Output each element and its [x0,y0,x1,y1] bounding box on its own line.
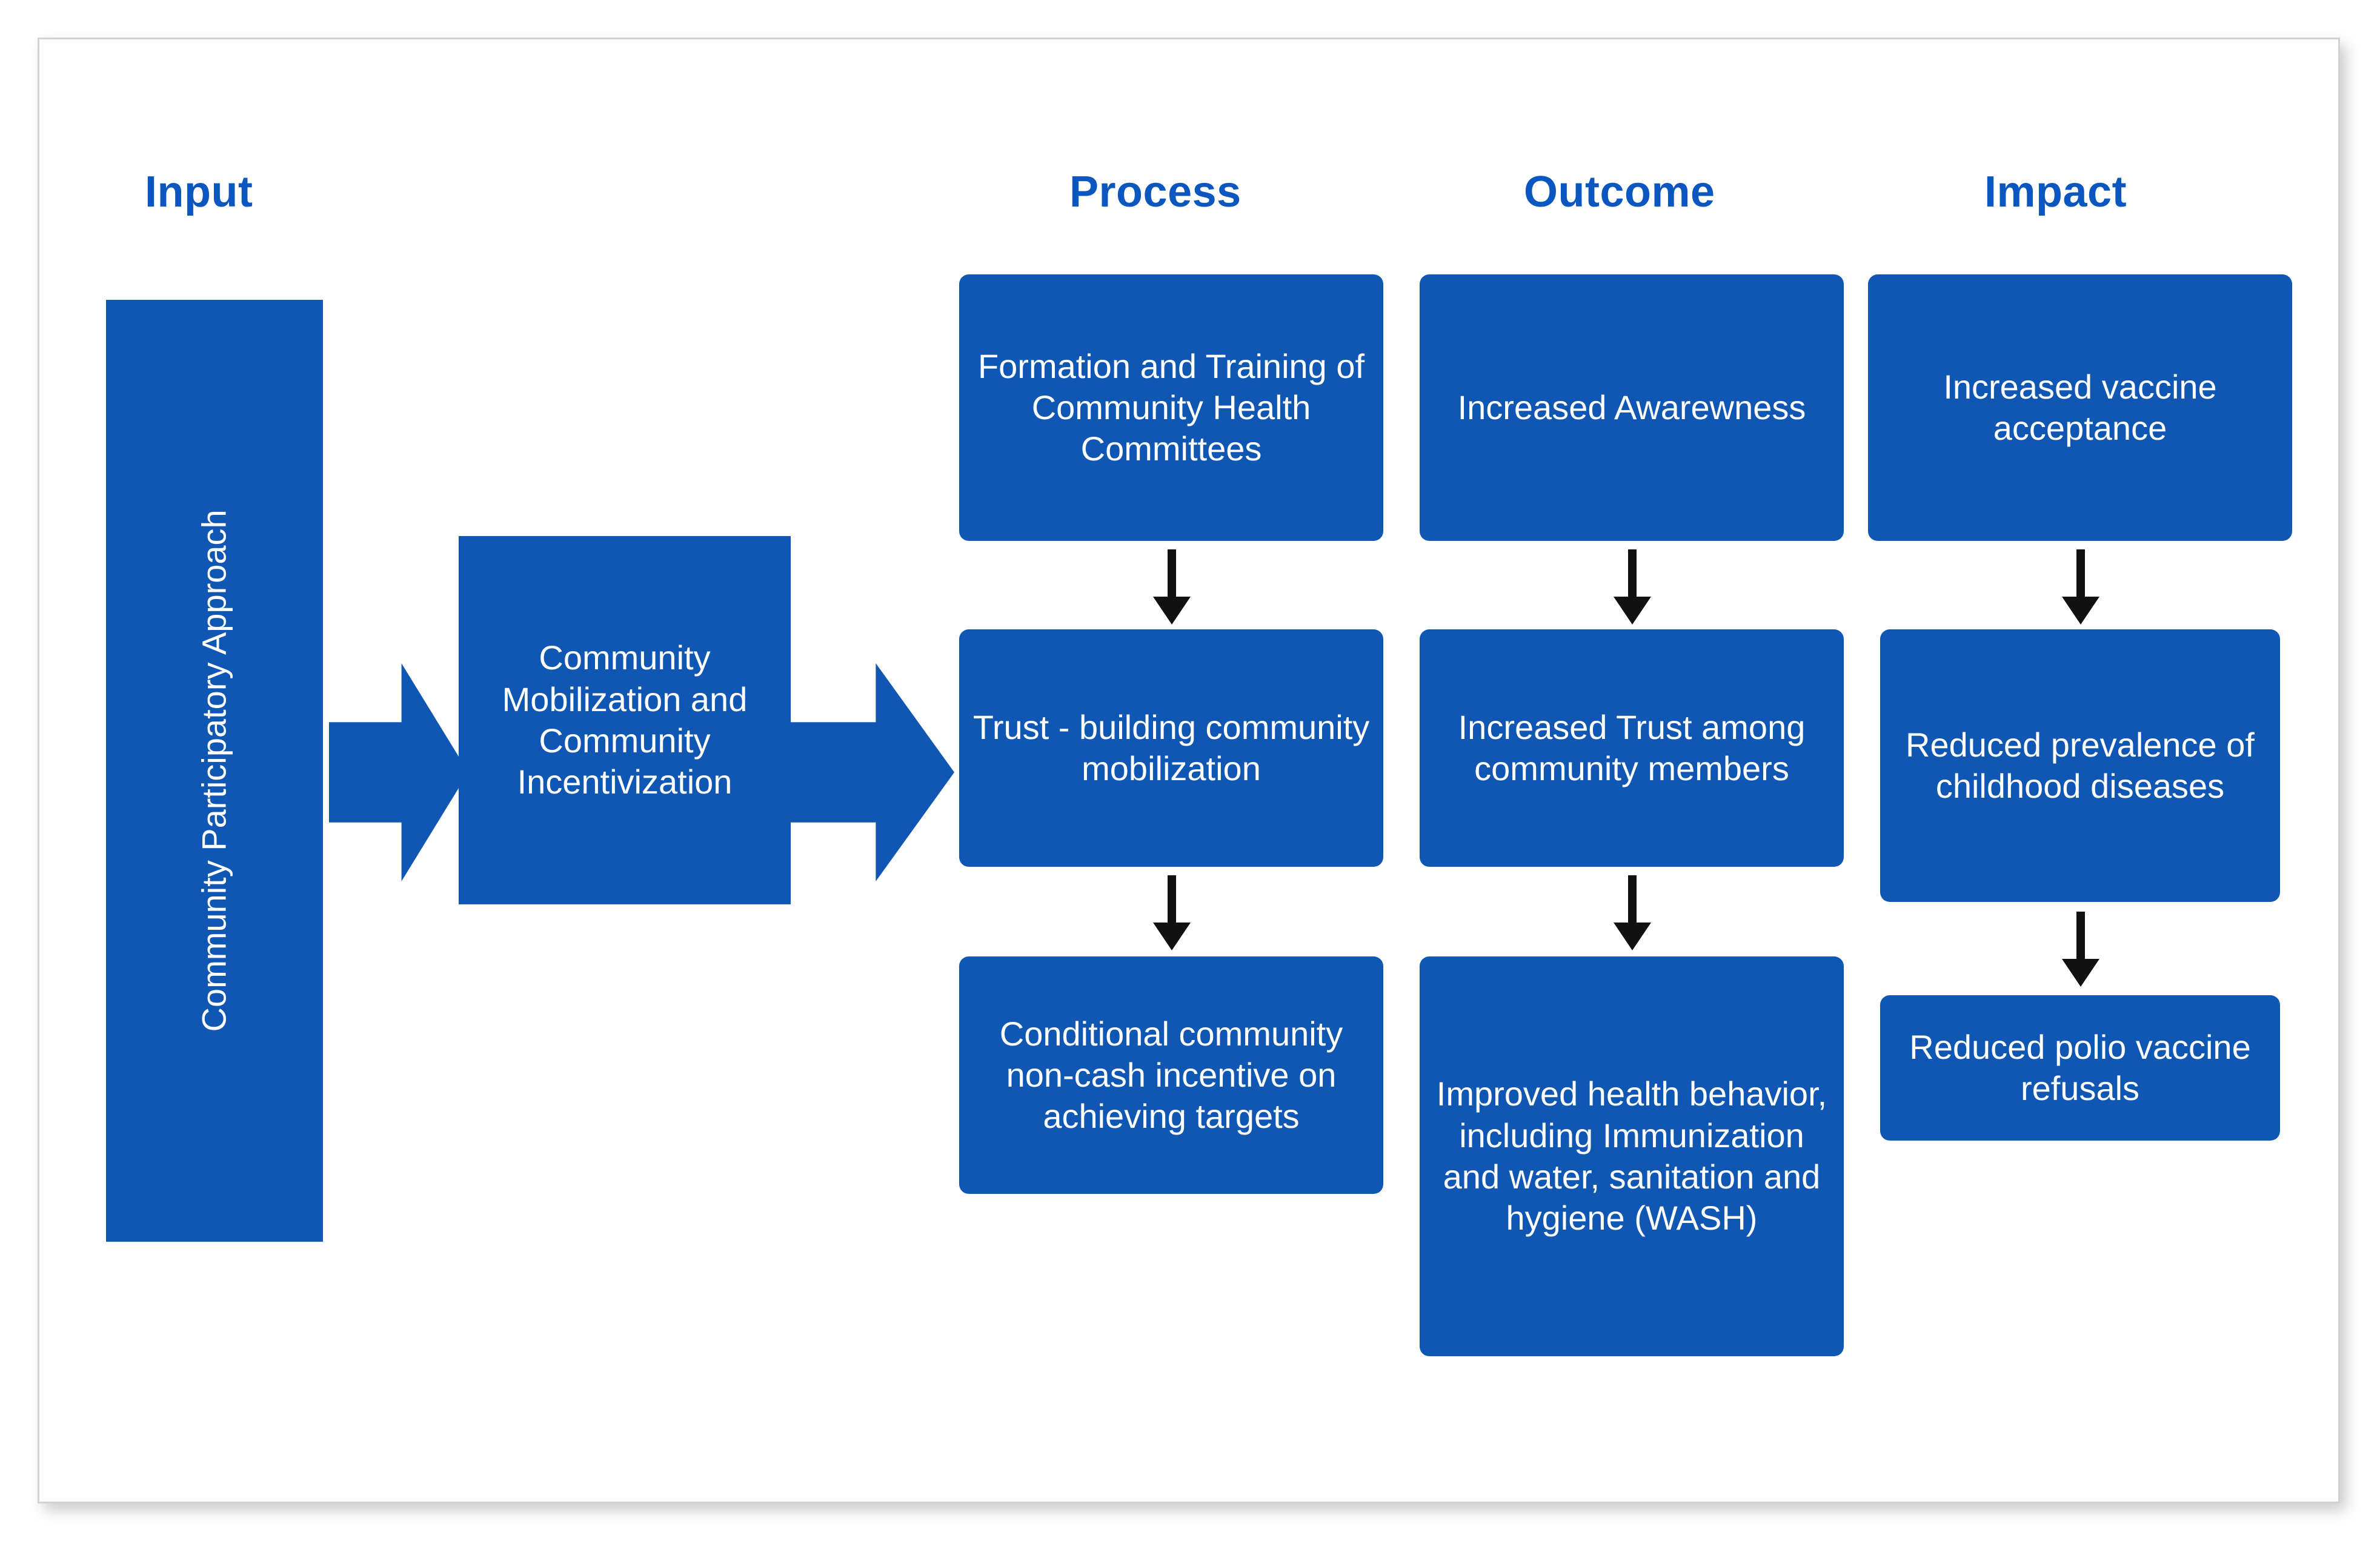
down-arrow-outcome-2-to-3 [1614,875,1651,950]
node-outcome-improved-health-behavior-wash[interactable]: Improved health behavior, including Immu… [1420,956,1844,1356]
node-outcome-increased-trust[interactable]: Increased Trust among community members [1420,629,1844,867]
column-heading-process: Process [1069,168,1242,216]
node-label: Reduced prevalence of childhood diseases [1906,725,2255,805]
block-arrow-mobilization-to-process [791,663,954,881]
arrow-stem [2076,912,2085,963]
arrow-stem [1628,549,1637,600]
arrow-head [1614,923,1651,950]
input-bar-label: Community Participatory Approach [194,509,233,1032]
node-label: Improved health behavior, including Immu… [1436,1075,1827,1238]
down-arrow-impact-2-to-3 [2062,912,2099,987]
column-heading-outcome: Outcome [1524,168,1715,216]
arrow-head [2062,597,2099,625]
node-impact-reduced-polio-vaccine-refusals[interactable]: Reduced polio vaccine refusals [1880,995,2280,1141]
diagram-frame: Input Process Outcome Impact Community P… [38,38,2340,1503]
node-label: Trust - building community mobilization [972,707,1370,787]
column-heading-input: Input [145,168,253,216]
node-process-formation-training-committees[interactable]: Formation and Training of Community Heal… [959,274,1383,541]
arrow-head [1614,597,1651,625]
node-label: Conditional community non-cash incentive… [999,1014,1343,1136]
column-heading-impact: Impact [1984,168,2127,216]
node-process-trust-building-community-mobilization[interactable]: Trust - building community mobilization [959,629,1383,867]
arrow-stem [2076,549,2085,600]
node-impact-increased-vaccine-acceptance[interactable]: Increased vaccine acceptance [1868,274,2292,541]
block-arrow-input-to-mobilization [329,663,468,881]
node-label: Formation and Training of Community Heal… [977,346,1365,468]
node-process-conditional-non-cash-incentive[interactable]: Conditional community non-cash incentive… [959,956,1383,1194]
node-outcome-increased-awareness[interactable]: Increased Awarewness [1420,274,1844,541]
arrow-stem [1168,549,1176,600]
node-community-mobilization-and-incentivization[interactable]: Community Mobilization and Community Inc… [459,536,791,904]
node-impact-reduced-prevalence-childhood-diseases[interactable]: Reduced prevalence of childhood diseases [1880,629,2280,902]
node-label: Increased Awarewness [1457,388,1806,426]
down-arrow-outcome-1-to-2 [1614,549,1651,625]
down-arrow-impact-1-to-2 [2062,549,2099,625]
node-label: Reduced polio vaccine refusals [1909,1027,2251,1107]
node-label: Community Mobilization and Community Inc… [502,638,748,801]
input-bar-community-participatory-approach[interactable]: Community Participatory Approach [106,300,323,1242]
arrow-stem [1628,875,1637,926]
arrow-head [1153,923,1191,950]
node-label: Increased Trust among community members [1458,707,1806,787]
node-label: Increased vaccine acceptance [1943,367,2217,447]
down-arrow-process-1-to-2 [1153,549,1191,625]
arrow-stem [1168,875,1176,926]
down-arrow-process-2-to-3 [1153,875,1191,950]
arrow-head [1153,597,1191,625]
arrow-head [2062,959,2099,987]
